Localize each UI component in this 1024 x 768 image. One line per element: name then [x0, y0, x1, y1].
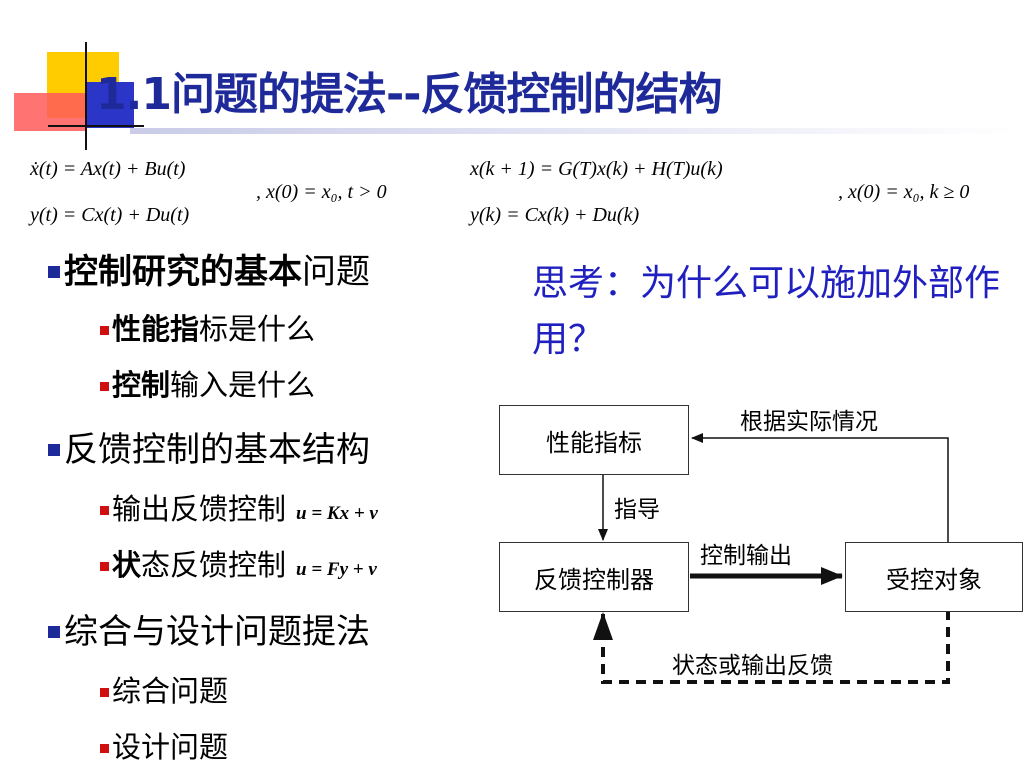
- bullet-square-icon: [100, 325, 109, 335]
- bullet-square-icon: [48, 443, 60, 456]
- outline-heading-synthesis-design: 综合与设计问题提法: [48, 604, 370, 653]
- ct-initial-condition: , x(0) = x₀, t > 0: [256, 181, 387, 203]
- bullet-square-icon: [48, 625, 60, 638]
- label-guide: 指导: [614, 497, 660, 523]
- label-feedback: 状态或输出反馈: [672, 653, 833, 679]
- outline-item-control-input: 控制输入是什么: [100, 362, 315, 404]
- bullet-square-icon: [100, 561, 109, 571]
- dt-initial-condition: , x(0) = x₀, k ≥ 0: [838, 181, 970, 203]
- box-performance-index: 性能指标: [499, 405, 689, 475]
- outline-heading-feedback-structure: 反馈控制的基本结构: [48, 422, 370, 471]
- bullet-square-icon: [100, 687, 109, 697]
- arrow-feedback-dashed: [601, 610, 950, 684]
- outline-item-performance-index: 性能指标是什么: [100, 306, 315, 348]
- bullet-square-icon: [100, 505, 109, 515]
- outline-item-design: 设计问题: [100, 724, 228, 766]
- arrow-plant-to-index: [691, 433, 949, 543]
- slide-title: 1.1问题的提法--反馈控制的结构: [96, 69, 722, 120]
- bullet-square-icon: [48, 265, 60, 278]
- label-control-output: 控制输出: [700, 543, 792, 569]
- box-feedback-controller: 反馈控制器: [499, 542, 689, 612]
- think-question: 思考：为什么可以施加外部作用？: [532, 263, 1001, 360]
- ct-state-equation: ẋ(t) = Ax(t) + Bu(t): [30, 158, 186, 180]
- ct-output-equation: y(t) = Cx(t) + Du(t): [30, 204, 190, 226]
- bullet-square-icon: [100, 743, 109, 753]
- decor-horizontal-line: [48, 125, 144, 127]
- outline-item-synthesis: 综合问题: [100, 668, 228, 710]
- arrow-feedback-head: [593, 612, 613, 640]
- outline-heading-basic-problem: 控制研究的基本问题: [48, 244, 370, 293]
- dt-output-equation: y(k) = Cx(k) + Du(k): [470, 204, 640, 226]
- box-plant: 受控对象: [845, 542, 1023, 612]
- dt-state-equation: x(k + 1) = G(T)x(k) + H(T)u(k): [470, 158, 723, 180]
- title-underline: [130, 128, 1020, 134]
- decor-vertical-line: [85, 42, 87, 150]
- label-actual-situation: 根据实际情况: [740, 409, 878, 435]
- decor-red-square: [14, 93, 86, 131]
- decor-blue-square: [86, 82, 134, 128]
- bullet-square-icon: [100, 381, 109, 391]
